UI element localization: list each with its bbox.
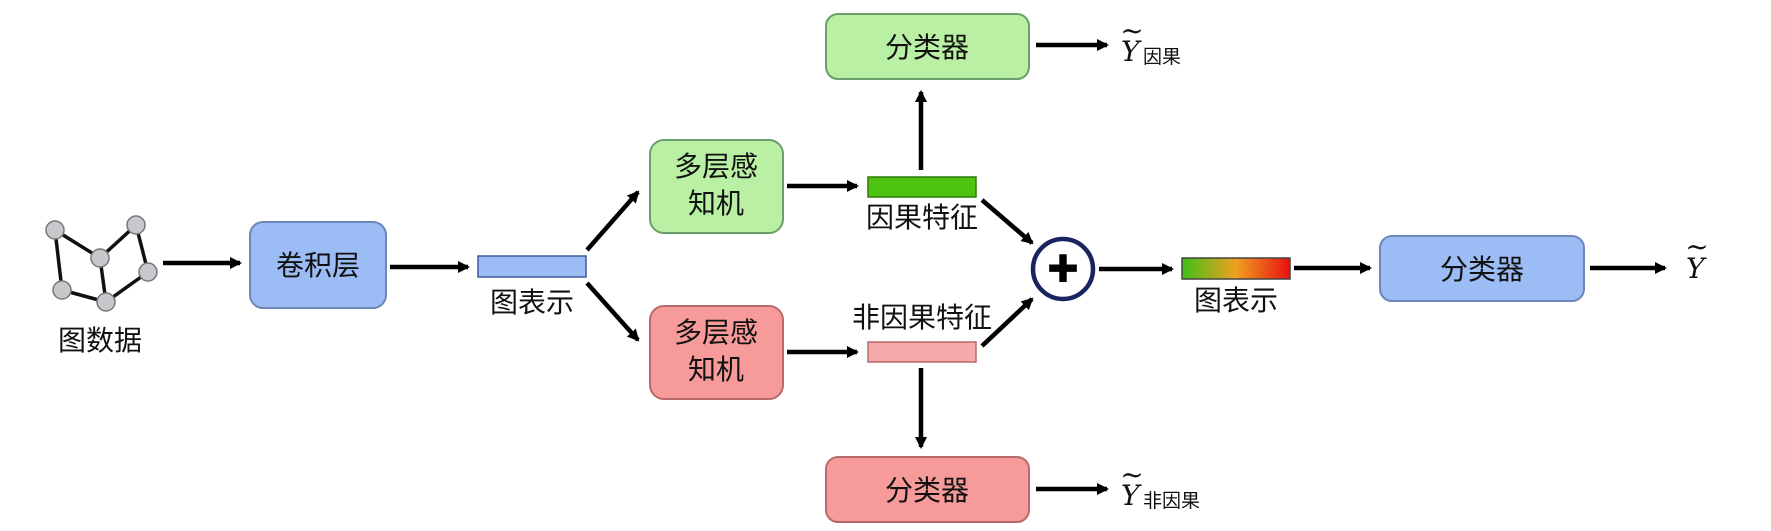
y-noncausal-output: Y [1121,479,1142,512]
classifier-noncausal-box [825,456,1030,523]
graph-repr-bar-1 [477,255,587,278]
graph-data-label: 图数据 [58,324,142,357]
combine-plus-icon [1030,236,1096,302]
graph-node [90,248,110,268]
y-final-output: Y [1686,252,1707,285]
arrow-repr-to-mlp-causal [585,190,640,252]
graph-repr-bar-2 [1181,257,1291,280]
mlp-causal-label-line2: 知机 [688,187,744,220]
tilde-noncausal: ~ [1120,458,1143,491]
tilde-final: ~ [1685,230,1708,263]
y-causal-output: Y [1121,35,1142,68]
tilde-causal: ~ [1120,14,1143,47]
graph-node [96,292,116,312]
mlp-noncausal-label-line2: 知机 [688,353,744,386]
noncausal-feature-label: 非因果特征 [852,301,992,334]
mlp-causal-label-line1: 多层感 [674,150,758,183]
graph-node [126,215,146,235]
graph-node [45,220,65,240]
mlp-causal-box [649,139,784,234]
graph-repr-label-1: 图表示 [490,286,574,319]
conv-layer-box [249,221,387,309]
arrow-causal-to-combine [980,198,1034,245]
noncausal-feature-bar [867,341,977,363]
arrow-noncausal-to-combine [980,297,1034,348]
conv-layer-label: 卷积层 [276,249,360,282]
graph-data-icon [45,215,158,312]
classifier-noncausal-label: 分类器 [885,474,969,507]
y-causal-subscript: 因果 [1143,46,1181,68]
mlp-noncausal-label-line1: 多层感 [674,316,758,349]
combine-symbol: ✚ [1047,247,1079,291]
causal-feature-label: 因果特征 [866,201,978,234]
mlp-noncausal-box [649,305,784,400]
classifier-final-box [1379,235,1585,302]
classifier-causal-box [825,13,1030,80]
y-noncausal-subscript: 非因果 [1143,490,1200,512]
graph-node [52,280,72,300]
graph-node [138,262,158,282]
graph-repr-label-2: 图表示 [1194,284,1278,317]
arrow-repr-to-mlp-noncausal [585,281,640,342]
classifier-final-label: 分类器 [1440,253,1524,286]
classifier-causal-label: 分类器 [885,31,969,64]
causal-feature-bar [867,176,977,198]
